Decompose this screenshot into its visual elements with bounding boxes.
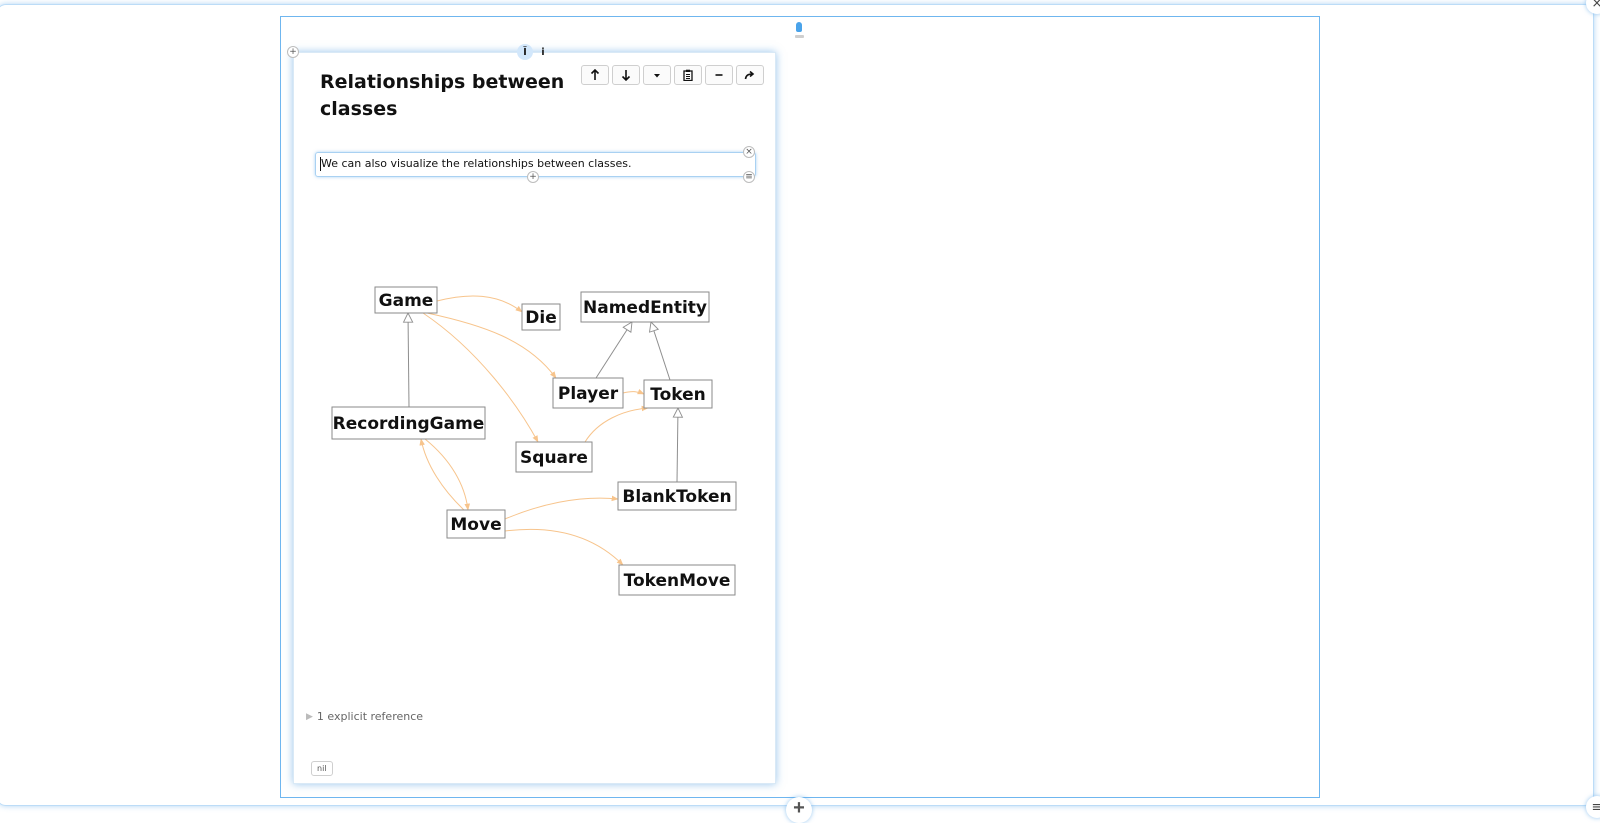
close-icon[interactable]: × <box>1586 0 1600 14</box>
inheritance-edge-player-namedentity <box>595 322 632 379</box>
association-edge-game-die <box>436 295 523 313</box>
move-up-button[interactable] <box>581 65 609 85</box>
inheritance-edge-blanktoken-token <box>677 408 678 483</box>
association-edge-game-player <box>426 312 557 379</box>
text-caret <box>320 157 321 171</box>
class-node-box <box>331 406 486 440</box>
nil-badge: nil <box>311 761 333 776</box>
pin-base <box>795 35 804 38</box>
edit-mode-icon[interactable]: Ĭ <box>517 44 533 60</box>
block-menu-icon[interactable]: ≡ <box>743 171 755 183</box>
class-node-token[interactable]: Token <box>643 379 713 409</box>
class-node-box <box>552 377 624 409</box>
class-node-label: Game <box>379 291 434 311</box>
class-node-die[interactable]: Die <box>521 303 561 331</box>
collapse-button[interactable] <box>705 65 733 85</box>
class-node-box <box>580 291 710 323</box>
arrow-down-icon <box>621 70 631 81</box>
add-page-bottom-icon[interactable]: + <box>786 797 812 823</box>
block-add-icon[interactable]: + <box>527 171 539 183</box>
class-node-label: Die <box>525 308 556 328</box>
share-button[interactable] <box>736 65 764 85</box>
page-title: Relationships between classes <box>320 71 565 120</box>
block-close-icon[interactable]: × <box>743 146 755 158</box>
class-node-recordinggame[interactable]: RecordingGame <box>331 406 486 440</box>
references-label: 1 explicit reference <box>316 710 424 723</box>
class-node-label: Square <box>520 448 588 468</box>
class-node-box <box>617 481 737 511</box>
inheritance-edge-token-namedentity <box>651 322 671 381</box>
move-down-button[interactable] <box>612 65 640 85</box>
mode-switcher: Ĭ i <box>517 44 551 60</box>
inheritance-edge-recordinggame-game <box>408 313 409 408</box>
class-node-box <box>515 441 593 473</box>
class-node-tokenmove[interactable]: TokenMove <box>618 564 736 596</box>
class-node-box <box>643 379 713 409</box>
class-node-box <box>618 564 736 596</box>
copy-button[interactable] <box>674 65 702 85</box>
class-node-box <box>374 286 438 314</box>
class-node-label: BlankToken <box>622 487 731 507</box>
association-edge-move-blanktoken <box>504 495 619 520</box>
class-node-move[interactable]: Move <box>446 509 506 539</box>
class-node-blanktoken[interactable]: BlankToken <box>617 481 737 511</box>
association-edge-recordinggame-move <box>424 438 471 511</box>
info-icon[interactable]: i <box>541 46 545 58</box>
class-node-label: Move <box>450 515 501 535</box>
class-node-player[interactable]: Player <box>552 377 624 409</box>
association-edge-square-token <box>584 405 649 443</box>
redo-arrow-icon <box>744 70 755 80</box>
class-node-box <box>521 303 561 331</box>
clipboard-icon <box>683 69 693 81</box>
minus-icon <box>715 74 723 76</box>
add-page-icon[interactable]: + <box>287 46 299 58</box>
pin-icon[interactable] <box>796 22 802 32</box>
association-edge-move-tokenmove <box>504 528 624 566</box>
class-node-label: TokenMove <box>624 571 731 591</box>
dropdown-button[interactable] <box>643 65 671 85</box>
class-node-game[interactable]: Game <box>374 286 438 314</box>
association-edge-game-square <box>422 312 539 443</box>
class-node-label: NamedEntity <box>583 298 707 318</box>
page-toolbar <box>581 65 764 85</box>
arrow-up-icon <box>590 69 600 80</box>
menu-icon[interactable]: ≡ <box>1586 796 1600 818</box>
class-node-label: Token <box>650 385 706 405</box>
association-edge-player-token <box>622 388 645 395</box>
class-node-square[interactable]: Square <box>515 441 593 473</box>
class-node-label: RecordingGame <box>333 414 485 434</box>
references-toggle[interactable]: ▶ 1 explicit reference <box>306 710 423 723</box>
caret-down-icon <box>654 74 660 78</box>
expand-triangle-icon: ▶ <box>306 711 313 722</box>
class-node-namedentity[interactable]: NamedEntity <box>580 291 710 323</box>
text-block-content[interactable]: We can also visualize the relationships … <box>321 157 632 170</box>
class-node-label: Player <box>558 384 619 404</box>
association-edge-move-recordinggame <box>419 438 465 511</box>
class-node-box <box>446 509 506 539</box>
